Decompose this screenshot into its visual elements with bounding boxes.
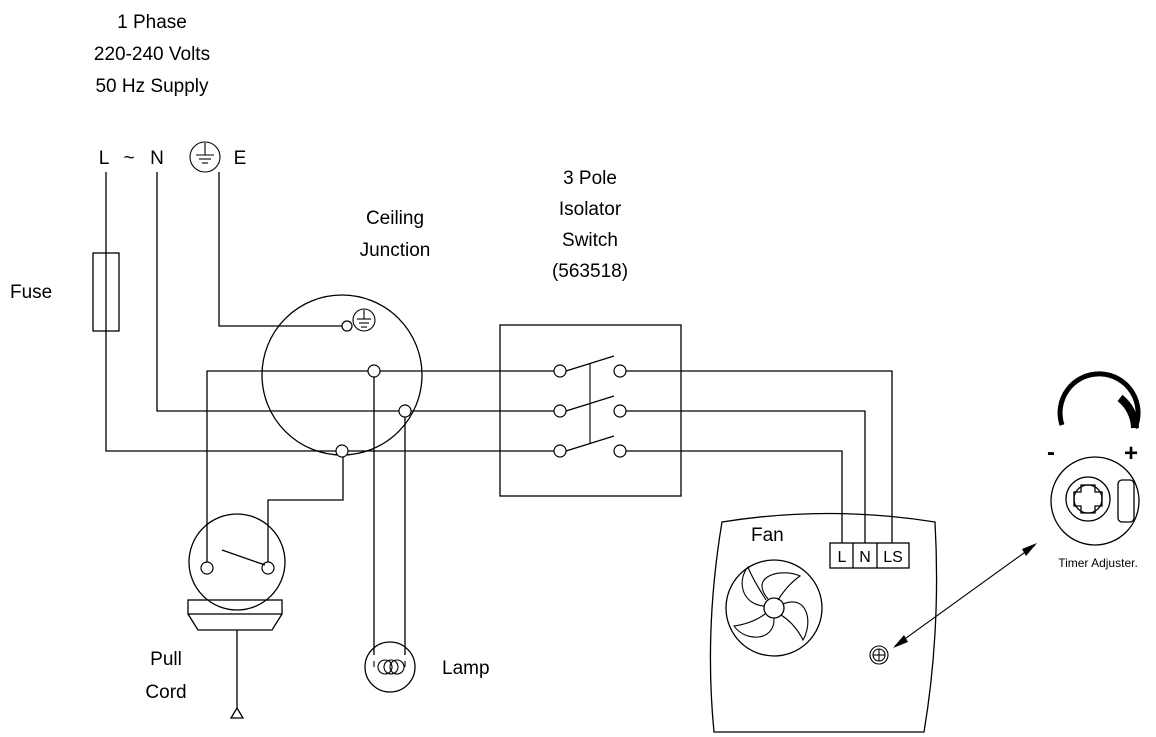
timer-adjuster-knob-icon [1050, 456, 1140, 546]
isolator-label-line2: Isolator [559, 199, 622, 220]
supply-terminal-n-label: N [150, 148, 164, 169]
ceiling-junction-label-line1: Ceiling [366, 208, 424, 229]
fan-terminal-block [829, 542, 910, 569]
pull-cord-mount [187, 599, 283, 719]
pull-cord-label-line1: Pull [150, 649, 182, 670]
pull-cord-terminal-left [200, 561, 214, 575]
isolator-label-line4: (563518) [552, 261, 628, 282]
pull-cord-switch-blade [221, 549, 266, 566]
timer-arrow-icon [893, 543, 1037, 648]
supply-earth-icon [189, 141, 221, 173]
pull-cord-switch-symbol [188, 513, 286, 611]
lamp-label: Lamp [442, 658, 490, 679]
junction-terminal-neutral [398, 404, 412, 418]
timer-rotation-arc-icon [1057, 371, 1141, 429]
isolator-label-line1: 3 Pole [563, 168, 617, 189]
junction-earth-icon [341, 308, 376, 332]
isolator-contacts [553, 355, 627, 458]
junction-terminal-live [335, 444, 349, 458]
junction-terminal-switched-live [367, 364, 381, 378]
lamp-symbol [364, 641, 416, 693]
timer-minus-label: - [1047, 439, 1055, 466]
fan-terminal-l-label: L [838, 549, 847, 566]
pull-cord-terminal-right [261, 561, 275, 575]
supply-tilde-label: ~ [123, 148, 134, 169]
pull-cord-label-line2: Cord [145, 682, 186, 703]
supply-frequency-label: 50 Hz Supply [95, 76, 209, 97]
isolator-label-line3: Switch [562, 230, 618, 251]
supply-wires [105, 172, 403, 452]
ceiling-junction-label-line2: Junction [360, 240, 431, 261]
fan-label: Fan [751, 525, 784, 546]
fuse-label: Fuse [10, 282, 52, 303]
fan-terminal-ls-label: LS [883, 549, 903, 566]
fan-timer-adjuster-icon [869, 645, 889, 665]
timer-plus-label: + [1124, 440, 1138, 467]
fan-housing [709, 512, 938, 733]
supply-phase-label: 1 Phase [117, 12, 187, 33]
isolator-to-fan-wires [626, 370, 893, 543]
timer-adjuster-label: Timer Adjuster. [1058, 556, 1138, 570]
fan-impeller-icon [725, 559, 823, 657]
fan-terminal-n-label: N [859, 549, 871, 566]
supply-terminal-e-label: E [234, 148, 247, 169]
supply-terminal-l-label: L [99, 148, 110, 169]
switched-live-wires [206, 370, 555, 655]
supply-voltage-label: 220-240 Volts [94, 44, 210, 65]
ceiling-junction-symbol [261, 294, 423, 456]
